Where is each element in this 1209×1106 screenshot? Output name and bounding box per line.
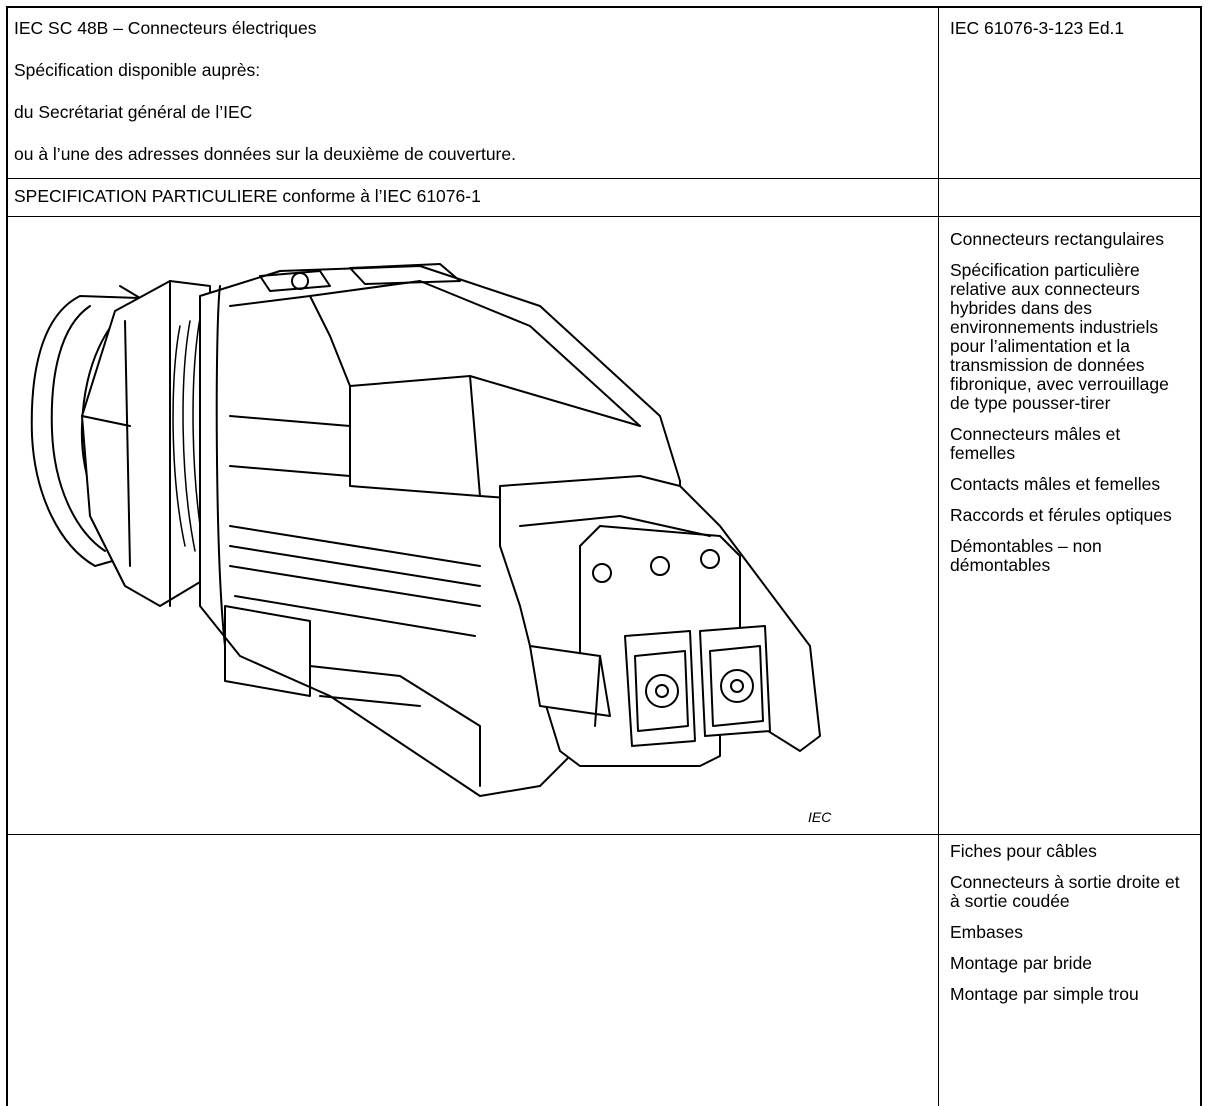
column-divider	[938, 8, 939, 1106]
row-divider	[8, 178, 1200, 179]
description-item: Contacts mâles et femelles	[950, 474, 1161, 494]
variant-item: Fiches pour câbles	[950, 841, 1097, 861]
availability-line: Spécification disponible auprès:	[14, 60, 261, 80]
specification-table	[6, 6, 1202, 1106]
variant-item: Montage par simple trou	[950, 984, 1139, 1004]
variant-item: Montage par bride	[950, 953, 1093, 973]
addresses-line: ou à l’une des adresses données sur la d…	[14, 144, 516, 164]
description-item: Spécification particulière relative aux …	[950, 260, 1169, 413]
variant-item: Connecteurs à sortie droite et à sortie …	[950, 872, 1180, 911]
description-item: Connecteurs rectangulaires	[950, 229, 1165, 249]
row-divider	[8, 834, 1200, 835]
hex-nut	[81, 280, 211, 607]
header-cell: IEC SC 48B – Connecteurs électriques Spé…	[14, 8, 914, 178]
variant-item: Embases	[950, 922, 1023, 942]
connector-description-list: Connecteurs rectangulaires Spécification…	[950, 230, 1190, 587]
fiber-port-right	[699, 625, 771, 737]
spec-title: SPECIFICATION PARTICULIERE conforme à l’…	[14, 186, 481, 206]
row-divider	[8, 216, 1200, 217]
connector-illustration	[30, 263, 821, 797]
description-item: Démontables – non démontables	[950, 536, 1102, 575]
figure-caption: IEC	[808, 809, 832, 825]
connector-variant-list: Fiches pour câbles Connecteurs à sortie …	[950, 842, 1190, 1016]
secretariat-line: du Secrétariat général de l’IEC	[14, 102, 253, 122]
fiber-port-left	[624, 630, 696, 747]
description-item: Raccords et férules optiques	[950, 505, 1172, 525]
committee-line: IEC SC 48B – Connecteurs électriques	[14, 18, 317, 38]
document-reference: IEC 61076-3-123 Ed.1	[950, 18, 1125, 38]
description-item: Connecteurs mâles et femelles	[950, 424, 1121, 463]
